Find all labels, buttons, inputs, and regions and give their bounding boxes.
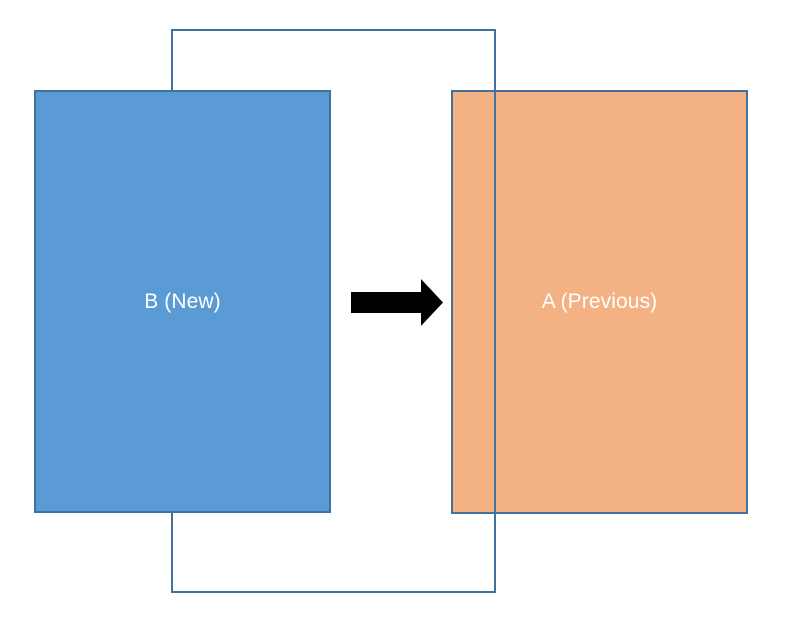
shape-box-a-label: A (Previous) (541, 290, 658, 314)
shape-box-a-previous[interactable]: A (Previous) (451, 90, 748, 514)
arrow-right-shape (351, 279, 443, 326)
shape-box-b-label: B (New) (144, 289, 221, 313)
arrow-right-icon (351, 275, 443, 330)
shape-box-b-new[interactable]: B (New) (34, 90, 331, 513)
connector-line-overlay (494, 90, 496, 514)
